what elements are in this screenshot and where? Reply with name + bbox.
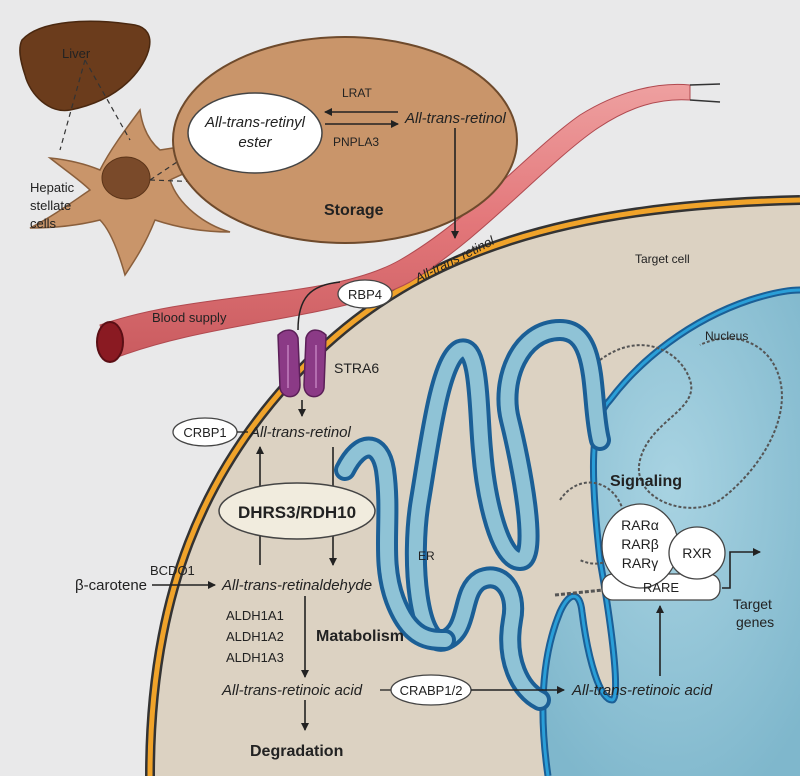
stra6-label: STRA6 xyxy=(334,360,379,376)
retinyl-ester-bubble xyxy=(187,92,323,174)
rxr-label: RXR xyxy=(682,545,712,561)
target-genes-label-line2: genes xyxy=(736,614,774,630)
stellate-cell-nucleus xyxy=(101,156,151,200)
er-label: ER xyxy=(418,549,435,563)
nucleus-label: Nucleus xyxy=(705,329,748,343)
stra6-receptor-icon xyxy=(277,329,327,398)
degradation-label: Degradation xyxy=(250,743,343,760)
dhrs3-rdh10-label: DHRS3/RDH10 xyxy=(238,503,356,522)
lrat-label: LRAT xyxy=(342,86,372,100)
liver-label: Liver xyxy=(62,46,91,61)
chromatin xyxy=(599,337,783,509)
rbp4-oval xyxy=(337,279,393,309)
metabolism-label: Matabolism xyxy=(316,628,404,645)
rbp4-label: RBP4 xyxy=(348,287,382,302)
aldh1a3-label: ALDH1A3 xyxy=(226,650,284,665)
pnpla3-label: PNPLA3 xyxy=(333,135,379,149)
rar-beta-label: RARβ xyxy=(621,536,659,552)
retinaldehyde-label: All-trans-retinaldehyde xyxy=(221,577,372,594)
crabp-label: CRABP1/2 xyxy=(400,683,463,698)
crbp1-label: CRBP1 xyxy=(183,425,226,440)
liver-connector-2 xyxy=(84,59,131,141)
vessel-lumen xyxy=(96,321,124,363)
endoplasmic-reticulum xyxy=(408,322,607,707)
er-fold xyxy=(338,440,452,647)
target-genes-label-line1: Target xyxy=(733,596,772,612)
dhrs3-rdh10-oval xyxy=(218,482,376,540)
transcription-arrow xyxy=(722,548,761,589)
vessel-edge-bottom xyxy=(689,99,721,103)
rare-label: RARE xyxy=(643,580,679,595)
liver-icon xyxy=(19,20,151,112)
rbp4-pointer xyxy=(297,281,341,331)
storage-label: Storage xyxy=(324,202,384,219)
rxr-oval xyxy=(668,526,726,580)
storage-droplet xyxy=(172,36,518,244)
aldh1a2-label: ALDH1A2 xyxy=(226,629,284,644)
retinyl-ester-label-line2: ester xyxy=(238,134,272,151)
nuclear-retinoic-acid-label: All-trans-retinoic acid xyxy=(571,682,713,699)
aldh1a1-label: ALDH1A1 xyxy=(226,608,284,623)
target-cell-label: Target cell xyxy=(635,252,690,266)
storage-retinol-label: All-trans-retinol xyxy=(404,110,507,127)
hepatic-label-line1: Hepatic xyxy=(30,180,75,195)
cell-retinol-label: All-trans-retinol xyxy=(249,424,352,441)
hepatic-label-line3: cells xyxy=(30,216,57,231)
retinoic-acid-label: All-trans-retinoic acid xyxy=(221,682,363,699)
bcdo1-label: BCDO1 xyxy=(150,563,195,578)
nuclear-envelope xyxy=(541,288,800,776)
rar-gamma-label: RARγ xyxy=(622,555,659,571)
carotene-label: β-carotene xyxy=(75,577,147,594)
hepatic-label-line2: stellate xyxy=(30,198,71,213)
vessel-edge-top xyxy=(689,83,721,86)
retinyl-ester-label-line1: All-trans-retinyl xyxy=(204,114,306,131)
liver-connector-1 xyxy=(59,59,86,151)
signaling-label: Signaling xyxy=(610,473,682,490)
blood-supply-label: Blood supply xyxy=(152,310,227,325)
rar-alpha-label: RARα xyxy=(621,517,659,533)
